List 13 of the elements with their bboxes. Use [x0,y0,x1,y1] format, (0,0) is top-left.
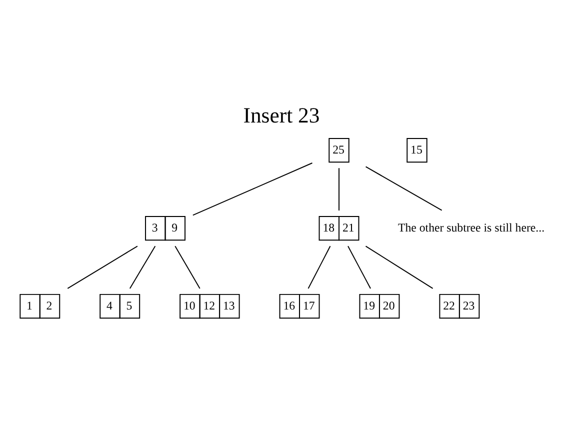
node-box: 25 [328,138,350,163]
node-box: 15 [406,138,428,163]
connector [129,246,156,289]
connector [365,166,442,211]
connector [338,168,340,211]
connector [365,246,434,289]
connector [67,246,138,289]
connector [308,246,331,289]
connector [348,246,372,289]
connector [174,246,200,289]
connector [192,162,313,216]
diagram-title: Insert 23 [243,103,320,128]
node-text: The other subtree is still here... [398,220,545,234]
